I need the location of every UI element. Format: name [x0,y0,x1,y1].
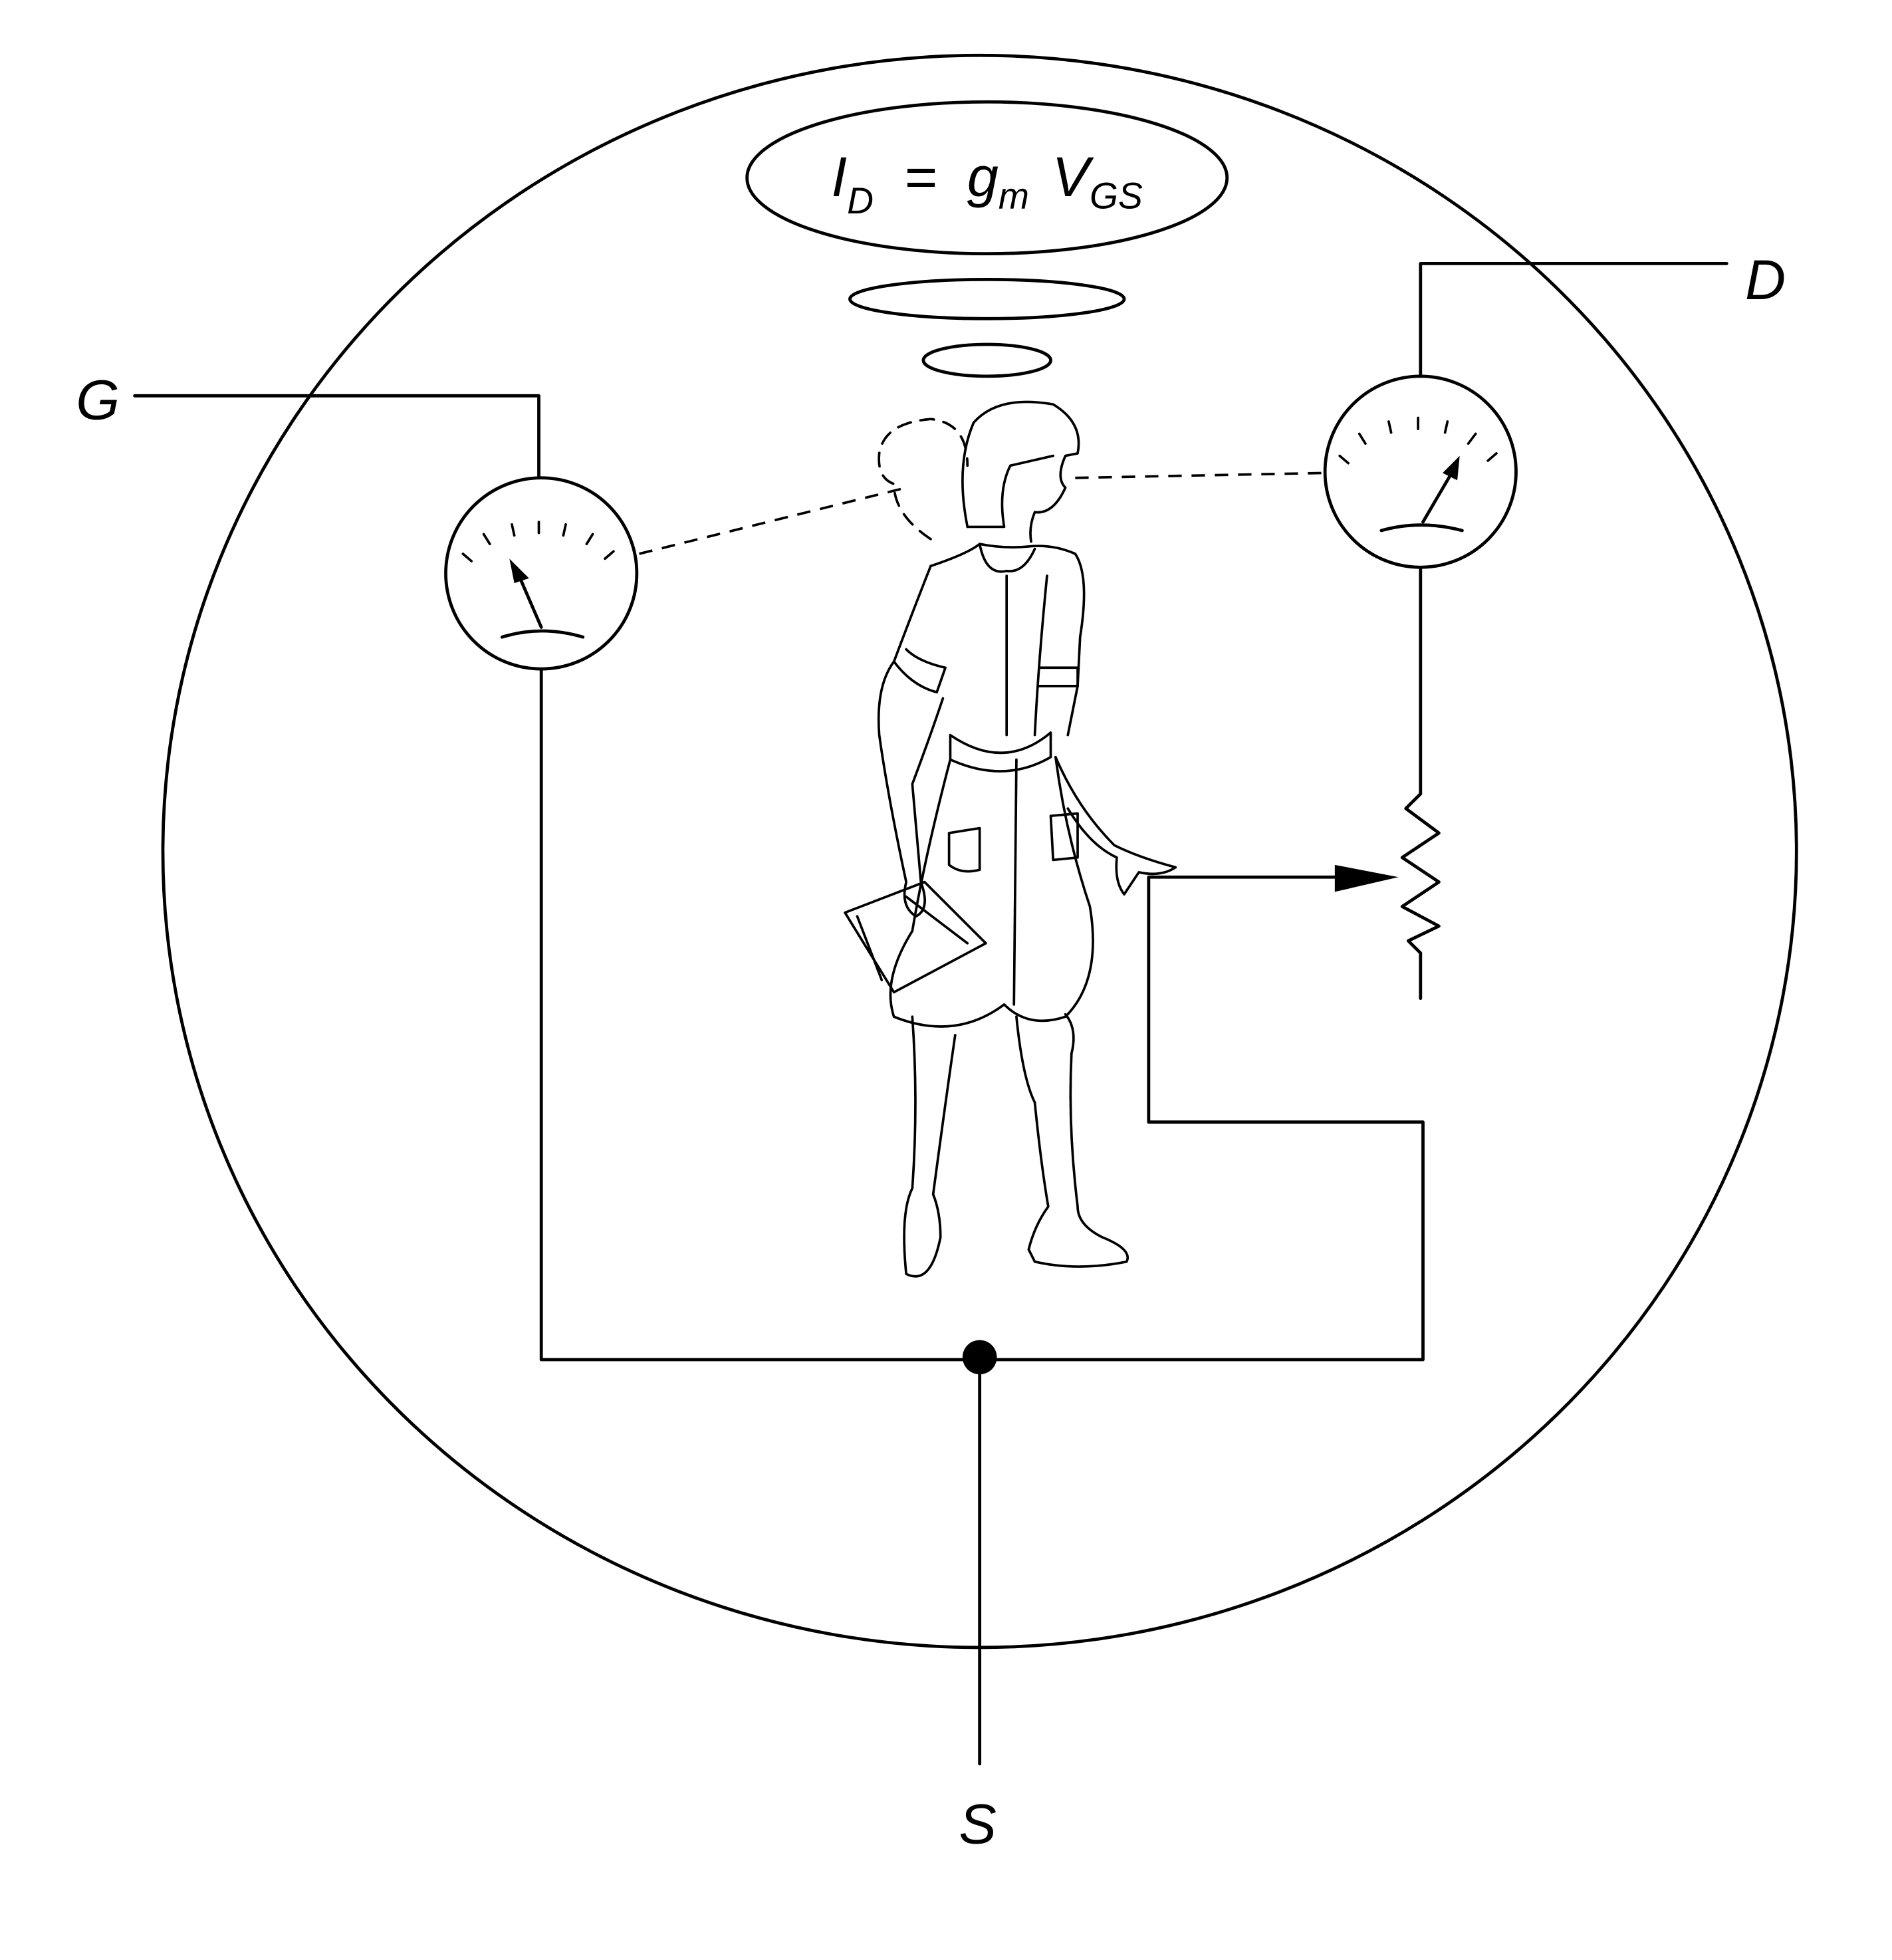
gate-wire [133,394,540,480]
gate-voltage-meter [444,476,639,671]
equation-bubble [745,100,1229,256]
equation: ID = gm VGS [832,145,1143,225]
wiper-arrow-icon [1334,864,1399,892]
source-loop-wire [539,667,1425,1362]
variable-resistor [1400,792,1441,1001]
sight-line-gate [639,486,907,555]
gate-label: G [76,368,120,431]
thought-bubble-medium [848,277,1126,320]
drain-label: D [1745,248,1786,311]
source-label: S [959,1792,997,1856]
needle-arrow-icon [509,558,529,584]
needle-arrow-icon [1442,455,1460,481]
thought-bubble-small [921,342,1052,378]
drain-wire [1419,261,1728,378]
sight-line-drain [1075,471,1326,479]
woman-operator-figure [844,400,1177,1278]
drain-current-meter [1323,374,1518,569]
